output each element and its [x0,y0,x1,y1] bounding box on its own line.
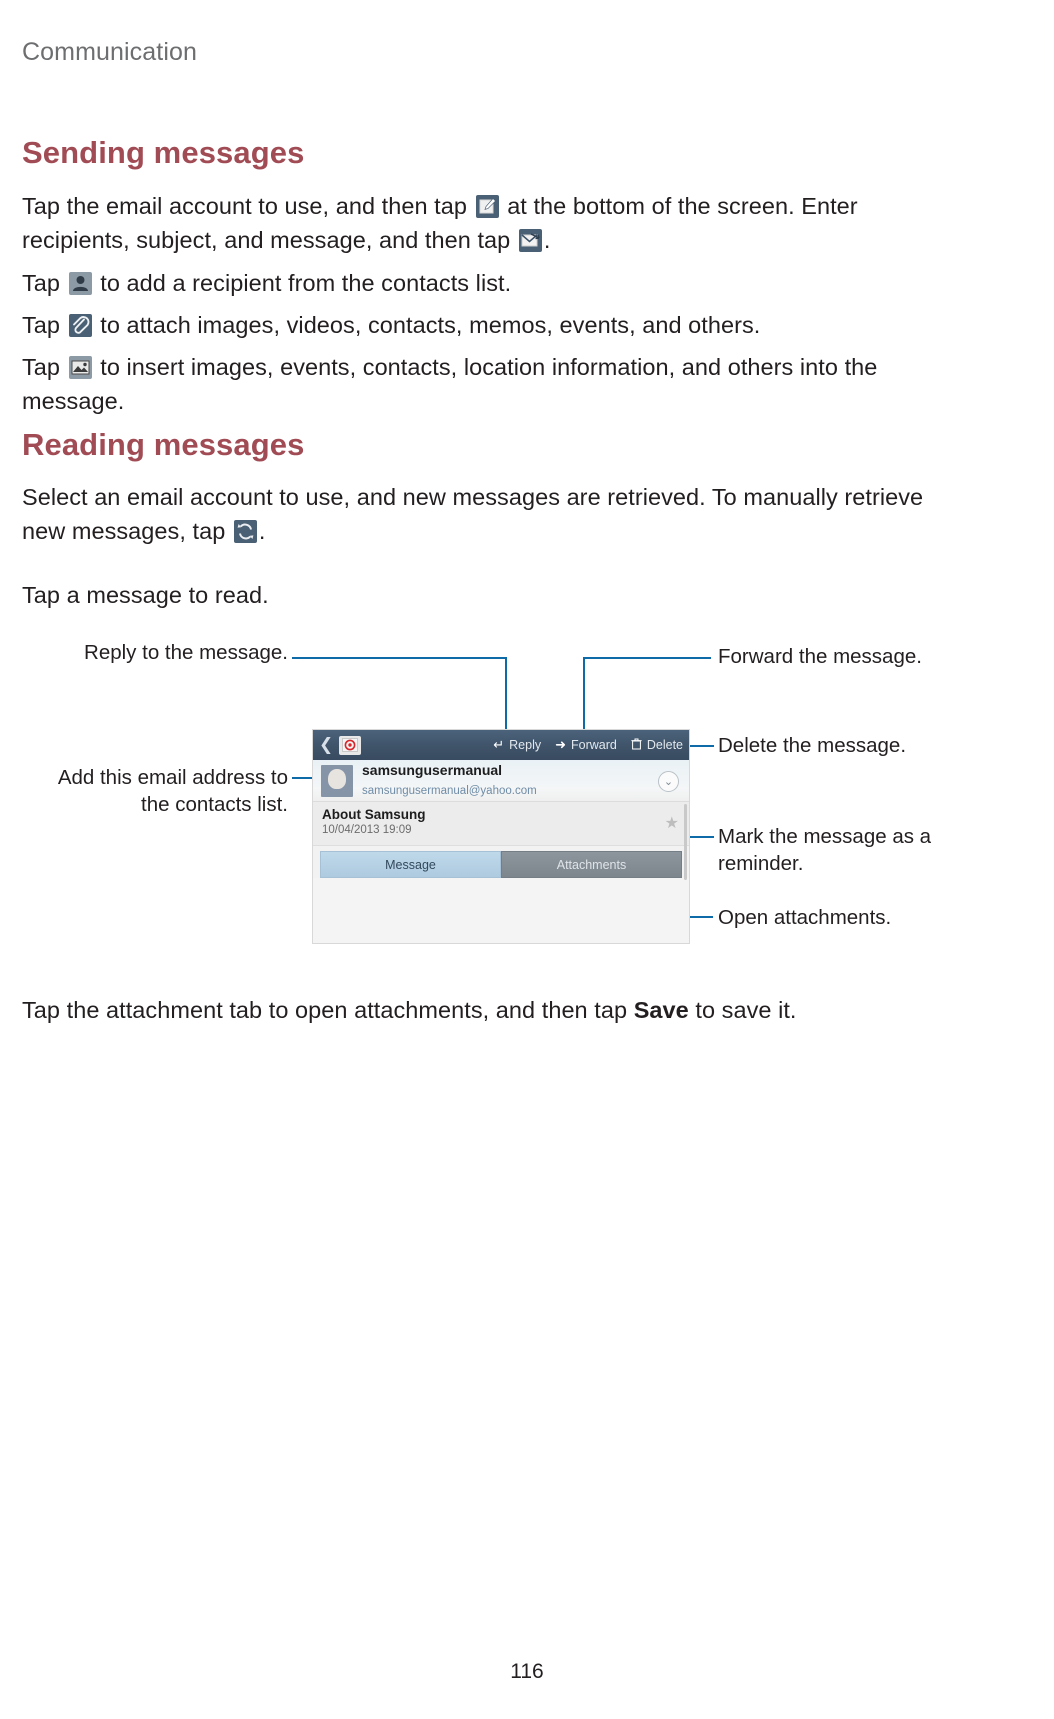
page-number: 116 [510,1660,544,1683]
paragraph-text: Tap [22,354,61,380]
sender-email: samsungusermanual@yahoo.com [362,784,537,797]
leader-reply-horizontal [292,657,507,659]
running-header: Communication [22,38,197,66]
sender-row[interactable]: samsungusermanual samsungusermanual@yaho… [313,760,689,802]
tab-message[interactable]: Message [320,851,501,878]
paragraph-text: . [258,518,266,544]
message-subject: About Samsung [322,807,426,822]
send-icon [518,229,542,252]
callout-reply: Reply to the message. [84,641,288,664]
app-toolbar: ❮ ↵ Reply ➜ Forward [313,730,689,760]
contact-avatar[interactable] [321,764,353,797]
paragraph-text: at the bottom of the screen. Enter recip… [22,193,858,253]
tab-attachments[interactable]: Attachments [501,851,682,878]
leader-reply-vertical [505,657,507,755]
reply-arrow-icon: ↵ [493,737,505,753]
delete-label: Delete [646,738,683,752]
chevron-down-icon[interactable]: ⌄ [658,771,679,792]
paragraph-add-recipient: Tap to add a recipient from the contacts… [22,266,968,300]
contact-icon [68,272,92,295]
paragraph-text: to save it. [695,997,797,1023]
paragraph-text: Tap [22,312,61,338]
sender-name: samsungusermanual [362,762,503,779]
star-icon[interactable]: ★ [664,813,679,832]
forward-button[interactable]: ➜ Forward [555,738,617,752]
paragraph-text: Tap [22,270,61,296]
back-chevron-icon[interactable]: ❮ [319,734,334,755]
paragraph-text: . [543,227,551,253]
vertical-scrollbar[interactable] [684,804,687,880]
paragraph-sending-intro: Tap the email account to use, and then t… [22,189,968,257]
callout-forward: Forward the message. [718,645,922,668]
avatar-head [328,768,346,789]
callout-attachments: Open attachments. [718,906,892,929]
sender-text-block: samsungusermanual samsungusermanual@yaho… [362,762,537,799]
email-app-screenshot: ❮ ↵ Reply ➜ Forward [312,729,690,944]
paragraph-text: Select an email account to use, and new … [22,484,924,544]
reply-label: Reply [509,738,542,752]
delete-button[interactable]: Delete [631,738,683,753]
refresh-icon [233,520,257,543]
paragraph-text: to attach images, videos, contacts, memo… [100,312,761,338]
email-at-icon [339,735,362,755]
compose-icon [475,195,499,218]
message-body-area [313,878,689,943]
message-date: 10/04/2013 19:09 [322,824,412,836]
leader-delete [668,745,714,747]
trash-icon [631,738,642,753]
forward-arrow-icon: ➜ [555,737,567,753]
paperclip-icon [68,314,92,337]
paragraph-attachment-save: Tap the attachment tab to open attachmen… [22,993,968,1027]
leader-reminder [668,836,714,838]
forward-label: Forward [571,738,617,752]
reply-button[interactable]: ↵ Reply [493,738,541,752]
subject-row: About Samsung 10/04/2013 19:09 ★ [313,802,689,846]
leader-forward-horizontal [583,657,711,659]
message-tabs: Message Attachments [320,851,682,878]
callout-delete: Delete the message. [718,734,907,757]
save-keyword: Save [633,997,689,1023]
paragraph-text: to insert images, events, contacts, loca… [22,354,878,414]
leader-forward-vertical [583,657,585,755]
paragraph-text: to add a recipient from the contacts lis… [100,270,512,296]
paragraph-text: Tap the email account to use, and then t… [22,193,467,219]
insert-image-icon [68,356,92,379]
paragraph-text: Tap the attachment tab to open attachmen… [22,997,628,1023]
paragraph-insert: Tap to insert images, events, contacts, … [22,350,968,418]
paragraph-attach: Tap to attach images, videos, contacts, … [22,308,968,342]
paragraph-tap-to-read: Tap a message to read. [22,582,269,608]
callout-add-contact: Add this email address to the contacts l… [57,766,288,816]
section-heading-sending: Sending messages [22,135,305,170]
paragraph-reading-intro: Select an email account to use, and new … [22,480,968,548]
callout-reminder: Mark the message as a reminder. [718,825,932,875]
section-heading-reading: Reading messages [22,427,305,462]
